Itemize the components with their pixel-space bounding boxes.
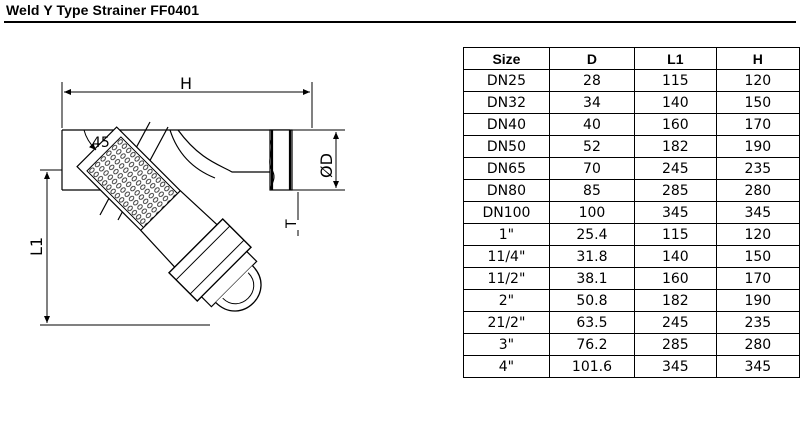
dimension-l1-label: L1 [27,237,46,256]
l1-cell: 140 [634,91,717,114]
d-cell: 85 [548,179,636,202]
h-cell: 190 [715,135,800,158]
size-cell: 1" [463,223,550,246]
l1-cell: 160 [634,267,717,290]
d-cell: 31.8 [548,245,636,268]
l1-cell: 345 [634,355,717,378]
size-cell: 11/4" [463,245,550,268]
l1-cell: 115 [634,223,717,246]
h-cell: 120 [715,223,800,246]
d-cell: 52 [548,135,636,158]
d-cell: 25.4 [548,223,636,246]
l1-cell: 182 [634,289,717,312]
size-cell: DN50 [463,135,550,158]
size-cell: DN40 [463,113,550,136]
l1-cell: 182 [634,135,717,158]
d-cell: 38.1 [548,267,636,290]
dimension-t-label: T [284,219,300,229]
column-header-d: D [548,47,636,70]
title-underline [4,21,796,23]
h-cell: 170 [715,267,800,290]
size-cell: 3" [463,333,550,356]
d-cell: 34 [548,91,636,114]
size-cell: 21/2" [463,311,550,334]
h-cell: 190 [715,289,800,312]
column-header-l1: L1 [634,47,717,70]
d-cell: 70 [548,157,636,180]
d-cell: 101.6 [548,355,636,378]
d-cell: 50.8 [548,289,636,312]
size-cell: DN80 [463,179,550,202]
l1-cell: 245 [634,311,717,334]
dimension-d-label: ØD [317,153,336,178]
d-cell: 40 [548,113,636,136]
table-header-row: Size D L1 H [463,47,800,70]
dimension-h-label: H [180,74,192,93]
size-cell: 11/2" [463,267,550,290]
h-cell: 150 [715,91,800,114]
l1-cell: 285 [634,333,717,356]
h-cell: 280 [715,333,800,356]
size-cell: 2" [463,289,550,312]
column-header-h: H [715,47,800,70]
h-cell: 235 [715,311,800,334]
d-cell: 76.2 [548,333,636,356]
h-cell: 120 [715,69,800,92]
h-cell: 280 [715,179,800,202]
h-cell: 170 [715,113,800,136]
page-title: Weld Y Type Strainer FF0401 [6,2,200,18]
size-cell: DN100 [463,201,550,224]
l1-cell: 245 [634,157,717,180]
h-cell: 235 [715,157,800,180]
l1-cell: 285 [634,179,717,202]
strainer-drawing: H ØD T L1 45 [27,74,345,326]
d-cell: 100 [548,201,636,224]
size-cell: 4" [463,355,550,378]
angle-label: 45 [92,135,110,151]
d-cell: 28 [548,69,636,92]
l1-cell: 160 [634,113,717,136]
h-cell: 345 [715,201,800,224]
h-cell: 150 [715,245,800,268]
size-cell: DN25 [463,69,550,92]
l1-cell: 115 [634,69,717,92]
column-header-size: Size [463,47,550,70]
d-cell: 63.5 [548,311,636,334]
l1-cell: 140 [634,245,717,268]
size-cell: DN32 [463,91,550,114]
l1-cell: 345 [634,201,717,224]
h-cell: 345 [715,355,800,378]
size-cell: DN65 [463,157,550,180]
